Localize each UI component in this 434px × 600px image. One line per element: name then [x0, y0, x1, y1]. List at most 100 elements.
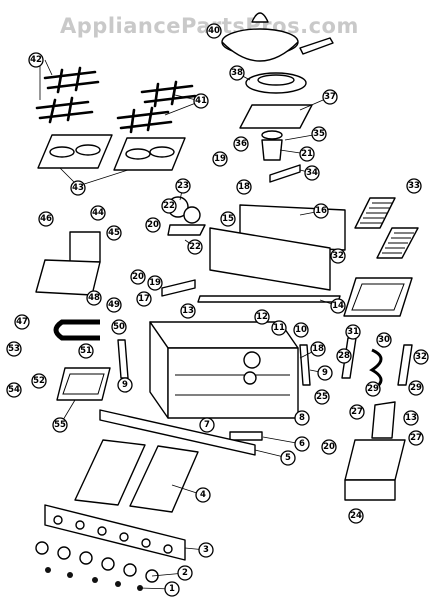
control-panel-3: [44, 504, 186, 561]
bottom-trays-4: [74, 439, 199, 513]
svg-text:32: 32: [332, 251, 344, 261]
callout-13-right[interactable]: 13: [403, 410, 419, 426]
callout-17[interactable]: 16: [313, 203, 329, 219]
svg-text:29: 29: [367, 384, 379, 394]
callout-4[interactable]: 4: [195, 487, 211, 503]
callout-9-left[interactable]: 9: [117, 377, 133, 393]
svg-text:28: 28: [338, 351, 350, 361]
callout-51[interactable]: 51: [78, 343, 94, 359]
callout-35[interactable]: 34: [304, 165, 320, 181]
tube-32-right: [397, 344, 413, 386]
callout-34[interactable]: 33: [406, 178, 422, 194]
callout-27-right[interactable]: 27: [408, 430, 424, 446]
bracket-18-left: [161, 279, 196, 297]
callout-25[interactable]: 24: [348, 508, 364, 524]
svg-text:29: 29: [410, 383, 422, 393]
svg-text:9: 9: [322, 368, 328, 378]
callout-38[interactable]: 37: [322, 89, 338, 105]
callout-6[interactable]: 6: [294, 436, 310, 452]
callout-9-right[interactable]: 9: [317, 365, 333, 381]
callout-8[interactable]: 8: [294, 410, 310, 426]
callout-32-left[interactable]: 31: [345, 324, 361, 340]
callout-45[interactable]: 45: [106, 225, 122, 241]
svg-text:30: 30: [378, 335, 390, 345]
svg-text:13: 13: [182, 306, 194, 316]
callout-46[interactable]: 46: [38, 211, 54, 227]
svg-text:17: 17: [138, 294, 150, 304]
callout-32-right[interactable]: 32: [413, 349, 429, 365]
bracket-35: [269, 164, 301, 183]
burner-31: [369, 348, 383, 392]
callout-23[interactable]: 22: [161, 198, 177, 214]
callout-11[interactable]: 10: [293, 322, 309, 338]
svg-text:14: 14: [332, 301, 344, 311]
callout-18-left[interactable]: 17: [136, 291, 152, 307]
svg-text:15: 15: [222, 214, 234, 224]
svg-text:38: 38: [231, 68, 243, 78]
callout-39[interactable]: 38: [229, 65, 245, 81]
callout-5[interactable]: 5: [280, 450, 296, 466]
svg-text:8: 8: [299, 413, 305, 423]
drip-tray-33: [343, 277, 413, 317]
svg-text:49: 49: [108, 300, 120, 310]
callout-29-left[interactable]: 28: [336, 348, 352, 364]
svg-text:43: 43: [72, 183, 84, 193]
chassis-7: [149, 321, 299, 419]
callout-37[interactable]: 36: [233, 136, 249, 152]
svg-text:40: 40: [208, 26, 220, 36]
svg-text:10: 10: [295, 325, 307, 335]
callout-19-top[interactable]: 18: [236, 179, 252, 195]
callout-28[interactable]: 27: [349, 404, 365, 420]
knobs-2: [35, 541, 159, 583]
callout-2[interactable]: 2: [177, 565, 193, 581]
callout-21[interactable]: 20: [145, 217, 161, 233]
callout-22-top[interactable]: 21: [299, 146, 315, 162]
callout-20-right[interactable]: 20: [321, 439, 337, 455]
wok-40: [221, 12, 334, 62]
callout-49[interactable]: 49: [106, 297, 122, 313]
callout-29-right[interactable]: 29: [408, 380, 424, 396]
callout-12[interactable]: 11: [271, 320, 287, 336]
callout-48[interactable]: 48: [86, 290, 102, 306]
svg-text:21: 21: [301, 149, 313, 159]
callout-41[interactable]: 41: [193, 93, 209, 109]
callout-31[interactable]: 30: [376, 332, 392, 348]
callout-42[interactable]: 42: [28, 52, 44, 68]
callout-20-mid[interactable]: 20: [130, 269, 146, 285]
side-rail-9-right: [299, 344, 311, 386]
svg-text:18: 18: [238, 182, 250, 192]
callout-33[interactable]: 32: [330, 248, 346, 264]
callout-18-right[interactable]: 18: [310, 341, 326, 357]
callout-22-mid[interactable]: 22: [187, 239, 203, 255]
callout-50[interactable]: 50: [111, 319, 127, 335]
callout-14[interactable]: 13: [180, 303, 196, 319]
callout-53[interactable]: 53: [6, 341, 22, 357]
callout-1[interactable]: 1: [164, 581, 180, 597]
callout-13-center[interactable]: 12: [254, 309, 270, 325]
svg-text:52: 52: [33, 376, 45, 386]
grill-grids-34: [354, 197, 419, 259]
callout-3[interactable]: 3: [198, 542, 214, 558]
svg-text:31: 31: [347, 327, 359, 337]
svg-text:27: 27: [410, 433, 422, 443]
svg-text:19: 19: [214, 154, 226, 164]
burner-tube-48: [53, 319, 100, 341]
callout-43[interactable]: 43: [70, 180, 86, 196]
callout-54[interactable]: 54: [6, 382, 22, 398]
callout-30[interactable]: 29: [365, 381, 381, 397]
callout-16[interactable]: 15: [220, 211, 236, 227]
callout-24[interactable]: 23: [175, 178, 191, 194]
callout-15[interactable]: 14: [330, 298, 346, 314]
hot-plates-43: [37, 134, 186, 171]
callout-27-left[interactable]: 25: [314, 389, 330, 405]
callout-20-top[interactable]: 19: [212, 151, 228, 167]
callout-36[interactable]: 35: [311, 126, 327, 142]
callout-44[interactable]: 44: [90, 205, 106, 221]
svg-text:20: 20: [132, 272, 144, 282]
callout-52[interactable]: 52: [31, 373, 47, 389]
callout-40[interactable]: 40: [206, 23, 222, 39]
callout-55[interactable]: 55: [52, 417, 68, 433]
callout-7[interactable]: 7: [199, 417, 215, 433]
callout-47[interactable]: 47: [14, 314, 30, 330]
callout-19-mid[interactable]: 19: [147, 275, 163, 291]
